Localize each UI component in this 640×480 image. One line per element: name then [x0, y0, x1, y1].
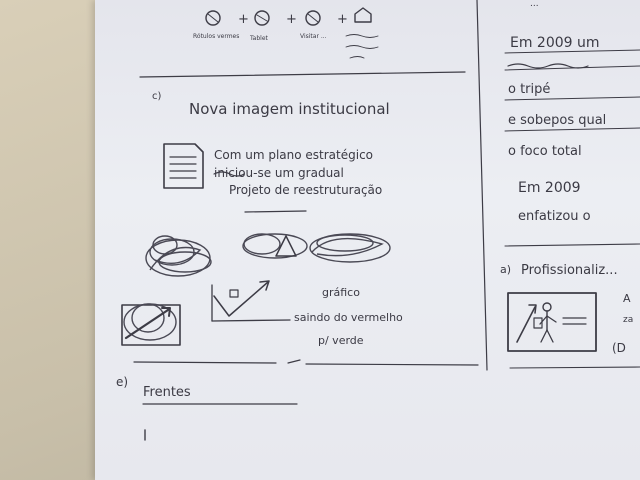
- unreadable-notes: [345, 34, 379, 59]
- section-a-marker: a): [500, 263, 511, 276]
- svg-text:A: A: [623, 292, 631, 305]
- chart-label-3: p/ verde: [318, 334, 364, 347]
- strikethrough: [213, 171, 245, 177]
- circle-icon-2: [254, 10, 270, 26]
- divider-2a: [133, 361, 277, 364]
- svg-text:+: +: [238, 12, 249, 27]
- right-line-3: e sobepos qual: [508, 113, 606, 128]
- right-line-5: Em 2009: [518, 180, 581, 196]
- svg-text:(D: (D: [612, 341, 626, 355]
- chart-label-1: gráfico: [322, 286, 360, 299]
- right-line-6: enfatizou o: [518, 209, 591, 224]
- circle-icon-1: [205, 10, 221, 26]
- section-c-line-2: iniciou-se um gradual: [214, 166, 344, 180]
- term-label-1: Rótulos vermes: [193, 33, 239, 40]
- section-e-title: Frentes: [143, 385, 191, 400]
- divider-1: [139, 71, 466, 78]
- right-line-4: o foco total: [508, 144, 582, 159]
- svg-text:...: ...: [530, 0, 539, 9]
- chart-label-2: saindo do vermelho: [294, 311, 403, 324]
- divider-2b: [305, 363, 479, 366]
- section-e-marker: e): [116, 375, 128, 389]
- term-label-3: Visitar ...: [300, 33, 327, 40]
- crossed-out-box: [121, 303, 181, 346]
- svg-text:za: za: [623, 315, 633, 325]
- svg-text:+: +: [337, 12, 348, 27]
- page-separator: [476, 0, 488, 371]
- short-underline: [244, 210, 307, 213]
- section-c-line-3: Projeto de reestruturação: [229, 183, 382, 197]
- chart-sketch: [211, 280, 291, 322]
- section-c-line-1: Com um plano estratégico: [214, 148, 373, 162]
- scribbled-doodle-right: [242, 233, 391, 263]
- document-icon: [163, 143, 204, 189]
- presentation-board-icon: [507, 292, 597, 352]
- right-line-2: o tripé: [508, 82, 550, 97]
- house-icon: [354, 7, 372, 23]
- section-c-marker: c): [152, 91, 161, 102]
- term-label-2: Tablet: [249, 35, 269, 42]
- circle-icon-3: [305, 10, 321, 26]
- right-line-1: Em 2009 um: [510, 35, 600, 51]
- section-a-title: Profissionaliz...: [521, 263, 618, 278]
- scribbled-doodle-left: [145, 235, 212, 277]
- svg-text:+: +: [286, 12, 297, 27]
- right-divider: [504, 243, 640, 247]
- top-formula: + + + Rótulos vermes Tablet Visitar ...: [193, 7, 379, 59]
- section-c-title: Nova imagem institucional: [189, 100, 390, 118]
